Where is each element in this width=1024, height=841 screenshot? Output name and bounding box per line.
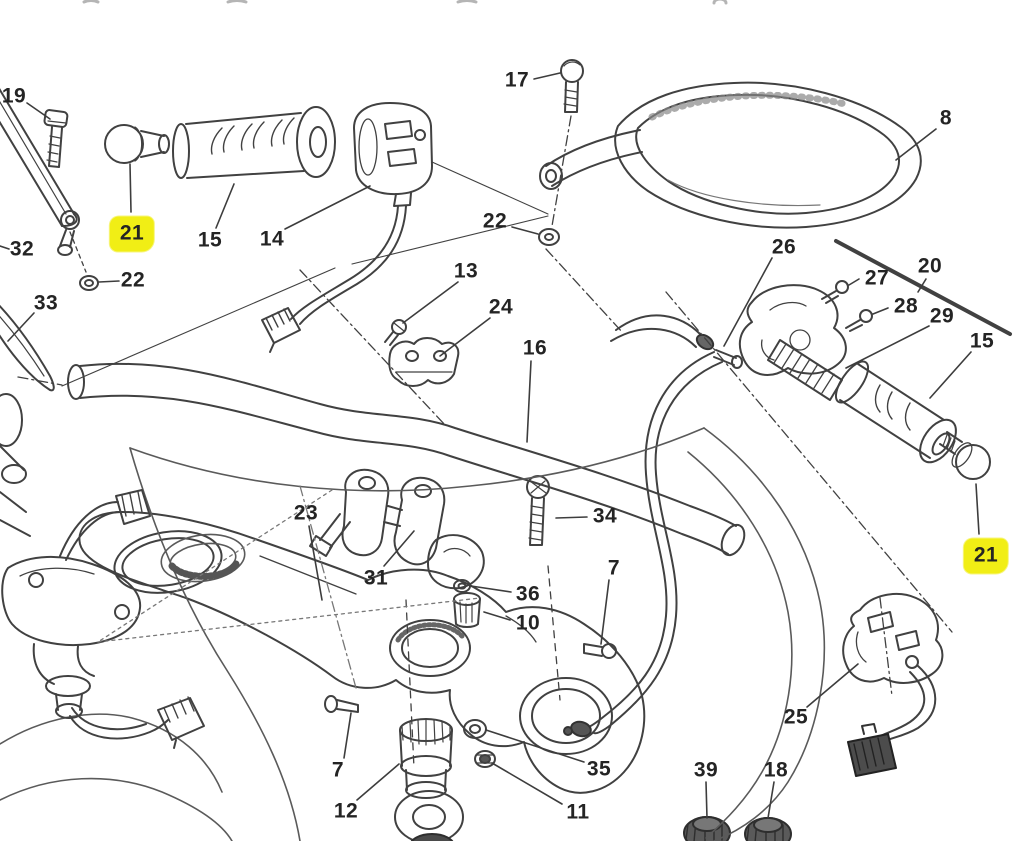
- bolt-17-drawing: [538, 59, 624, 334]
- leader-line: [383, 530, 415, 567]
- part-callout: 29: [929, 304, 955, 328]
- triple-clamp-drawing: [78, 511, 646, 794]
- leader-line: [917, 278, 927, 293]
- part-callout-highlighted: 21: [109, 216, 155, 252]
- leader-line: [511, 226, 539, 235]
- part-callout: 19: [1, 84, 27, 108]
- leader-line: [806, 663, 859, 708]
- part-callout: 26: [771, 235, 797, 259]
- part-callout: 35: [586, 757, 612, 781]
- leader-line: [356, 763, 400, 801]
- part-callout: 27: [864, 266, 890, 290]
- leader-line: [600, 579, 610, 645]
- leader-line: [402, 281, 459, 324]
- leader-line: [483, 611, 511, 621]
- part-callout: 28: [893, 294, 919, 318]
- leader-line: [845, 325, 930, 369]
- bar-end-weight-left-drawing: [104, 124, 170, 164]
- part-callout: 8: [939, 106, 953, 130]
- leader-line: [343, 712, 352, 759]
- part-callout: 25: [783, 705, 809, 729]
- part-callout: 7: [331, 758, 345, 782]
- leader-line: [26, 102, 51, 120]
- part-callout: 22: [120, 268, 146, 292]
- left-grip-drawing: [172, 106, 336, 179]
- leader-line: [308, 525, 323, 601]
- part-callout: 39: [693, 758, 719, 782]
- center-hardware-drawing: [309, 319, 550, 629]
- part-callout: 34: [592, 504, 618, 528]
- part-callout: 20: [917, 254, 943, 278]
- part-callout: 16: [522, 336, 548, 360]
- leader-line: [848, 278, 860, 286]
- part-callout: 31: [363, 566, 389, 590]
- leader-line: [723, 257, 773, 347]
- leader-line: [895, 128, 937, 161]
- clutch-lever-drawing: [0, 88, 99, 392]
- throttle-housing-drawing: [738, 280, 873, 401]
- bar-end-weight-right-drawing: [939, 431, 991, 480]
- part-callout: 15: [197, 228, 223, 252]
- part-callout: 15: [969, 329, 995, 353]
- bolt-7-drawings: [324, 643, 617, 713]
- leader-line: [129, 163, 132, 213]
- leader-line: [0, 245, 10, 250]
- leader-line: [439, 317, 491, 357]
- part-callout: 13: [453, 259, 479, 283]
- leader-line: [555, 516, 588, 519]
- part-callout: 18: [763, 758, 789, 782]
- part-callout: 23: [293, 501, 319, 525]
- right-switch-housing-drawing: [842, 593, 944, 777]
- leader-line: [284, 185, 371, 230]
- left-switch-housing-drawing: [261, 102, 433, 353]
- part-callout: 36: [515, 582, 541, 606]
- rod-20-drawing: [834, 239, 1012, 336]
- ignition-switch-drawing: [0, 393, 205, 749]
- leader-line: [485, 729, 585, 763]
- part-callout: 22: [482, 209, 508, 233]
- leader-line: [98, 280, 120, 283]
- handlebar-drawing: [67, 362, 746, 557]
- bolt-19-drawing: [43, 109, 69, 168]
- part-callout: 7: [607, 556, 621, 580]
- part-callout: 24: [488, 295, 514, 319]
- leader-line: [7, 312, 35, 342]
- part-callout: 12: [333, 799, 359, 823]
- part-callout: 33: [33, 291, 59, 315]
- part-callout: 17: [504, 68, 530, 92]
- cropped-edge-marks: [82, 0, 728, 5]
- leader-line: [470, 585, 512, 593]
- fuel-tank-outline-drawing: [0, 427, 826, 841]
- leader-line: [929, 351, 972, 399]
- leader-line: [767, 781, 775, 819]
- part-callout: 11: [566, 800, 590, 824]
- part-callout: 14: [259, 227, 285, 251]
- part-callout: 10: [515, 611, 541, 635]
- part-callout: 32: [9, 237, 35, 261]
- right-grip-drawing: [834, 360, 957, 464]
- part-callout-highlighted: 21: [963, 538, 1009, 574]
- leader-line: [705, 781, 708, 819]
- leader-line: [526, 360, 532, 443]
- construction-lines: [17, 161, 953, 697]
- leader-line: [975, 483, 980, 535]
- leader-line: [491, 762, 563, 805]
- mirror-drawing: [539, 81, 922, 229]
- leader-line: [533, 72, 561, 80]
- leader-line: [872, 307, 889, 315]
- steering-stem-drawing: [394, 718, 496, 841]
- leader-line: [215, 183, 235, 229]
